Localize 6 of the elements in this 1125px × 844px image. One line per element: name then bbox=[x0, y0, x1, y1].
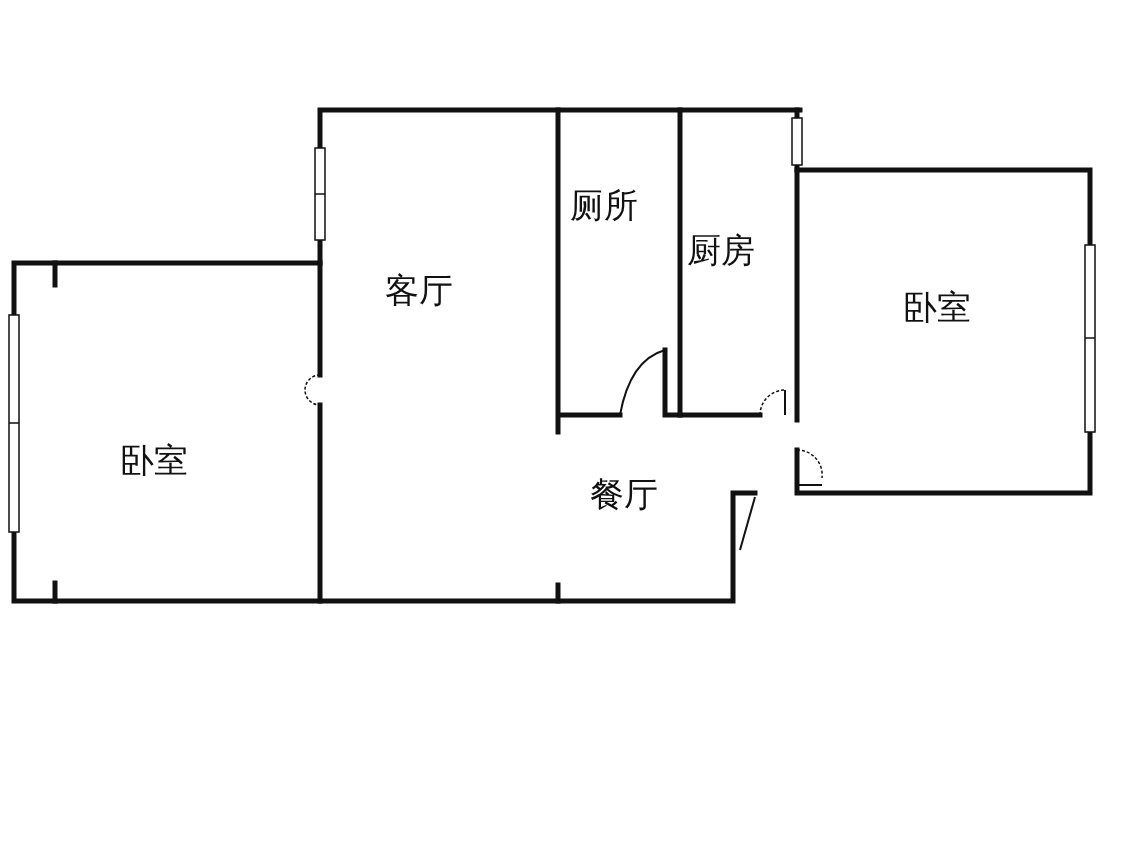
room-label: 厨房 bbox=[687, 233, 755, 267]
room-label: 餐厅 bbox=[590, 477, 658, 511]
room-label: 卧室 bbox=[120, 443, 188, 477]
room-label: 卧室 bbox=[903, 290, 971, 324]
room-label: 客厅 bbox=[385, 273, 453, 307]
room-label: 厕所 bbox=[570, 188, 638, 222]
